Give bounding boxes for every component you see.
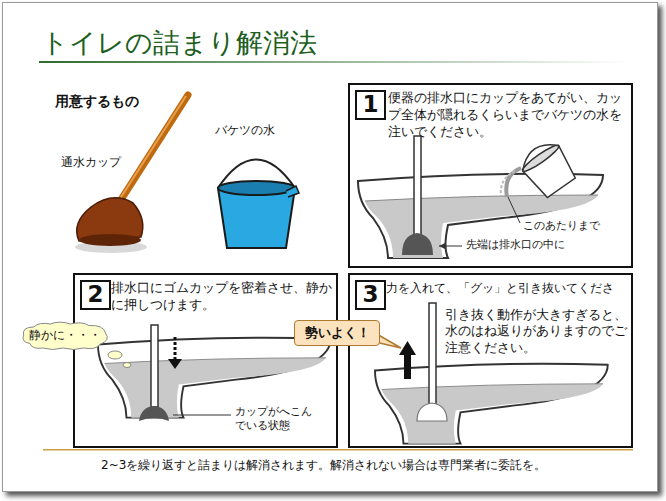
leader-label: 先端は排水口の中に [464,238,567,252]
step-number: 3 [355,280,386,310]
speech-cloud-text: 静かに・・・ [19,321,111,351]
callout-box: 勢いよく！ [294,320,380,346]
step-number: 2 [80,280,111,310]
slide-title: トイレの詰まり解消法 [41,25,317,60]
step-panel: 力を入れて、「グッ」と引き抜いてくださ引き抜く動作が大きすぎると、水のはね返りが… [348,273,633,448]
speech-cloud: 静かに・・・ [19,321,111,351]
callout-box-text: 勢いよく！ [295,321,379,345]
step-panel-text: 排水口にゴムカップを密着させ、静かに押しつけます。 [111,280,333,314]
slide: 便器の排水口にカップをあてがい、カップ全体が隠れるくらいまでバケツの水を注いでく… [2,2,658,492]
step-number: 1 [355,90,386,120]
part-label: 通水カップ [61,155,121,170]
leader-label: カップがへこんでいる状態 [233,405,321,433]
step-number-text: 3 [357,282,384,308]
part-label: バケツの水 [215,123,275,138]
leader-label: このあたりまで [521,219,602,233]
step-panel-text: 力を入れて、「グッ」と引き抜いてくださ [386,281,631,296]
caption: 2~3を繰り返すと詰まりは解消されます。解消されない場合は専門業者に委託を。 [101,458,546,474]
section-heading: 用意するもの [55,93,139,111]
step-number-text: 2 [82,282,109,308]
step-panel-text: 便器の排水口にカップをあてがい、カップ全体が隠れるくらいまでバケツの水を注いでく… [388,90,628,141]
step-number-text: 1 [357,92,384,118]
step-panel-text: 引き抜く動作が大きすぎると、水のはね返りがありますのでご注意ください。 [445,307,627,356]
